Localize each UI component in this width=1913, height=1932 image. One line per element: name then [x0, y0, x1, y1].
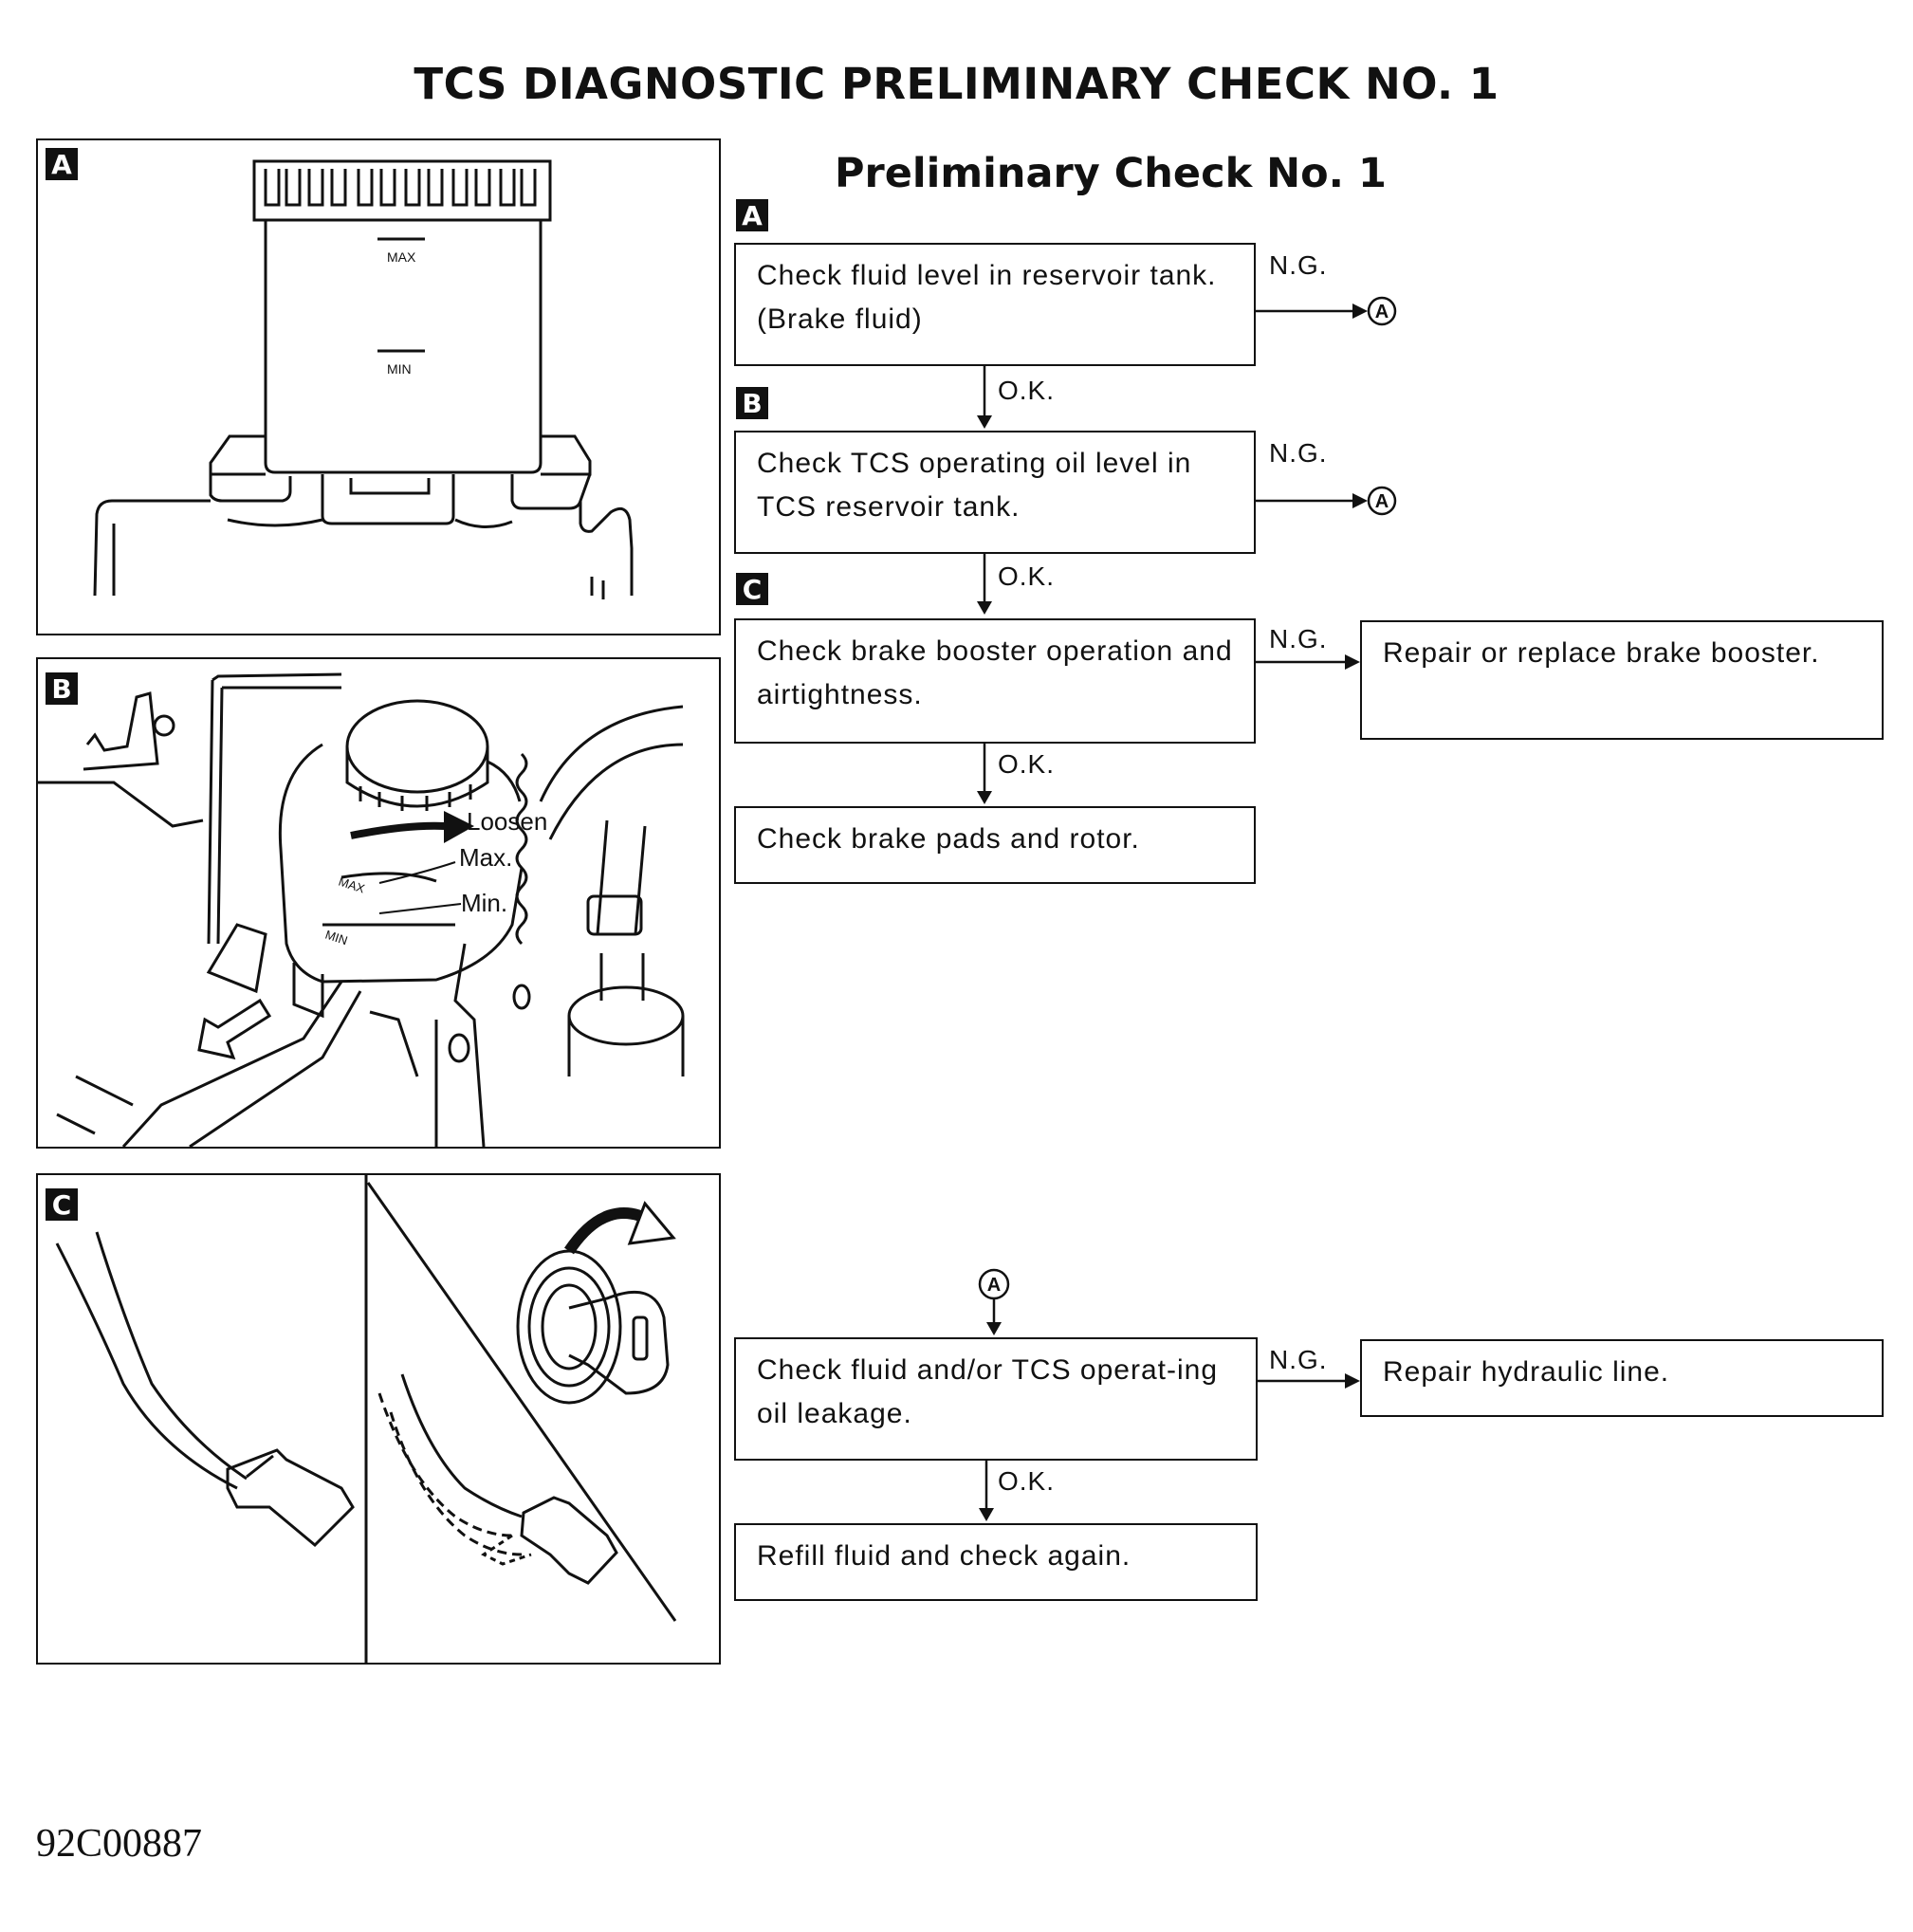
illustration-c-panel: C [36, 1173, 721, 1665]
flowchart-title: Preliminary Check No. 1 [835, 150, 1387, 197]
ng-label-4: N.G. [1269, 1345, 1328, 1374]
ng-label-2: N.G. [1269, 438, 1328, 468]
connector-a-symbol-2: A [1375, 491, 1389, 512]
figure-id: 92C00887 [36, 1822, 203, 1866]
reservoir-tank-drawing: MAX MIN [93, 159, 634, 599]
ok-label-2: O.K. [998, 561, 1056, 591]
ok-label-4: O.K. [998, 1466, 1056, 1496]
check-brake-pads-box: Check brake pads and rotor. [734, 806, 1256, 884]
ok-label-1: O.K. [998, 376, 1056, 405]
illustration-c-tag: C [46, 1188, 78, 1221]
ng-label-1: N.G. [1269, 250, 1328, 280]
min-label: Min. [461, 889, 508, 917]
check-brake-booster-box: Check brake booster operation and airtig… [734, 618, 1256, 744]
illustration-b-panel: B [36, 657, 721, 1149]
step-b-tag: B [736, 387, 768, 419]
step-a-tag: A [736, 199, 768, 231]
refill-fluid-box: Refill fluid and check again. [734, 1523, 1258, 1601]
tank-max-mark: MAX [387, 249, 416, 265]
brake-pedal-drawing [55, 1175, 677, 1663]
max-label: Max. [459, 843, 513, 872]
illustration-a-panel: A MAX MIN [36, 138, 721, 635]
repair-brake-booster-box: Repair or replace brake booster. [1360, 620, 1884, 740]
cap-min-mark: MIN [323, 928, 349, 948]
illustration-b-tag: B [46, 672, 78, 705]
ng-label-3: N.G. [1269, 624, 1328, 653]
loosen-label: Loosen [467, 807, 548, 836]
connector-a-symbol-3: A [987, 1275, 1001, 1296]
step-c-tag: C [736, 573, 768, 605]
check-leakage-box: Check fluid and/or TCS operat-ing oil le… [734, 1337, 1258, 1461]
repair-hydraulic-line-box: Repair hydraulic line. [1360, 1339, 1884, 1417]
connector-a-symbol-1: A [1375, 302, 1389, 322]
illustration-a-tag: A [46, 148, 78, 180]
page-title: TCS DIAGNOSTIC PRELIMINARY CHECK NO. 1 [414, 59, 1499, 109]
tank-min-mark: MIN [387, 361, 412, 377]
check-tcs-oil-level-box: Check TCS operating oil level in TCS res… [734, 431, 1256, 554]
tcs-reservoir-drawing: MAX MIN [38, 672, 685, 1147]
check-fluid-level-box: Check fluid level in reservoir tank. (Br… [734, 243, 1256, 366]
ok-label-3: O.K. [998, 749, 1056, 779]
